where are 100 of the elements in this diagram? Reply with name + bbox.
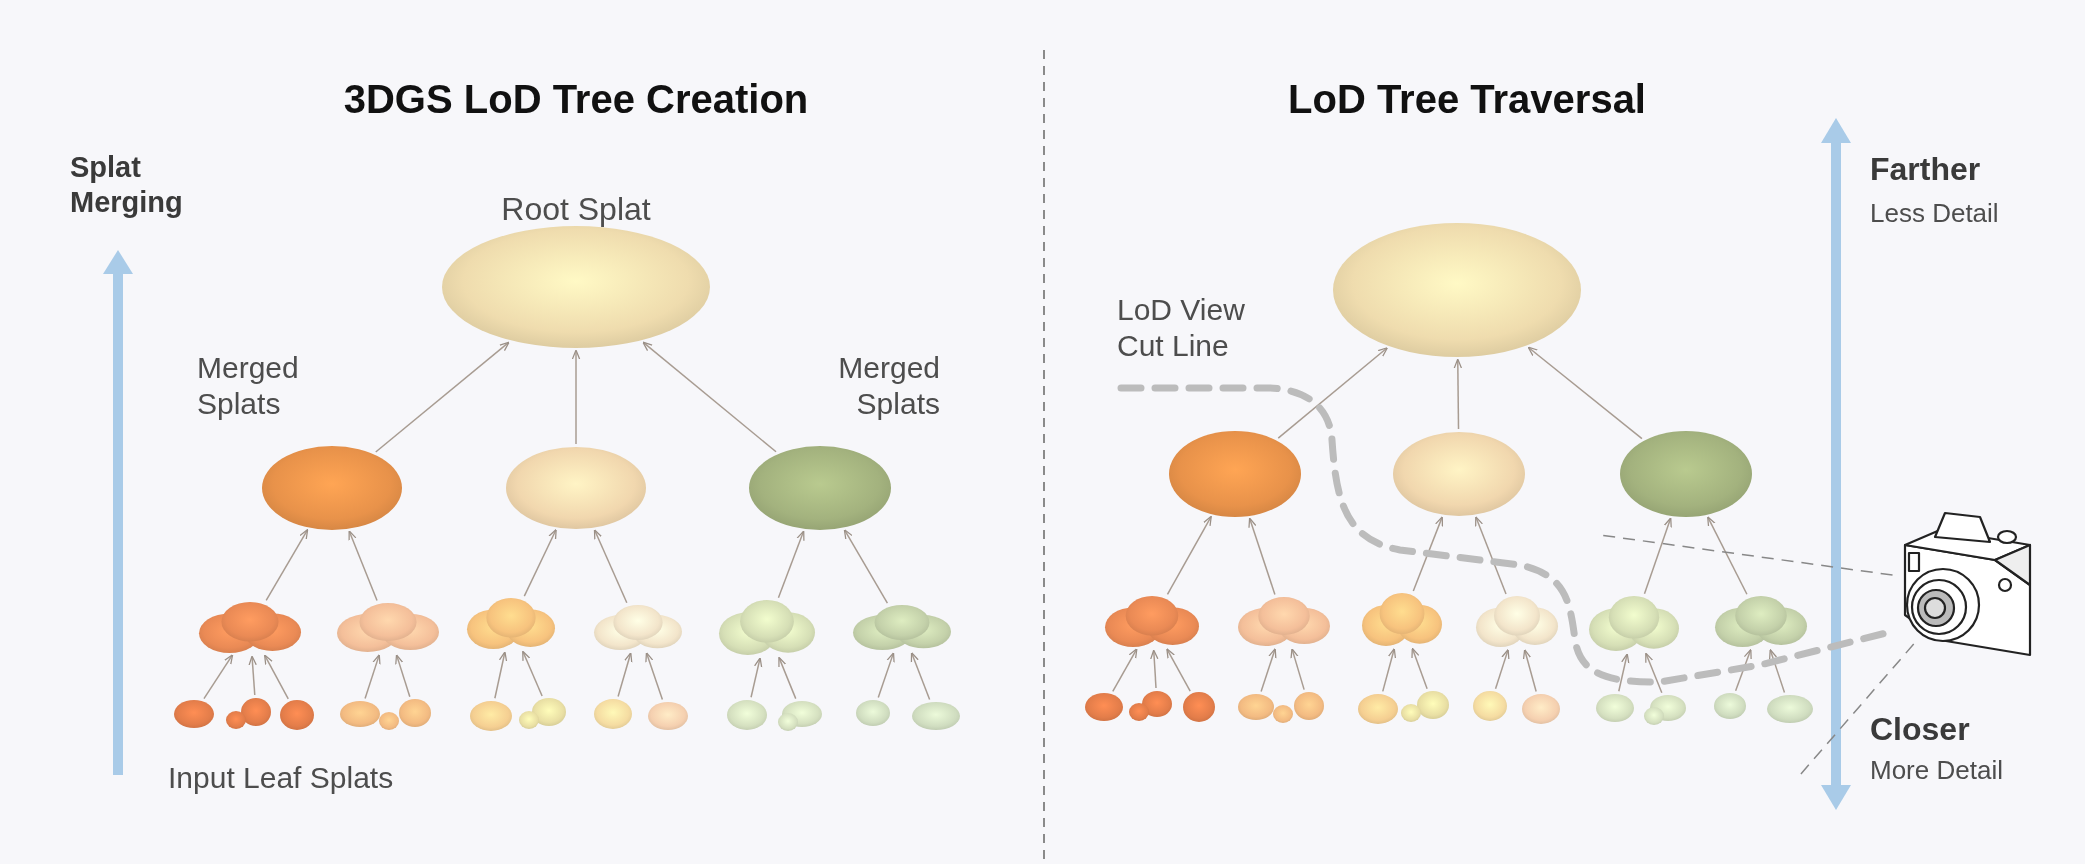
leaf-splat: [379, 699, 431, 733]
node-caption: Merged Splats: [197, 350, 300, 422]
splat-ellipse: [1333, 223, 1581, 357]
leaf-splat: [1522, 694, 1560, 724]
leaf-splat: [1401, 691, 1449, 725]
leaf-splat: [1714, 693, 1746, 719]
splat-ellipse: [1169, 431, 1301, 517]
arrow: [203, 654, 234, 700]
leaf-splat: [1238, 694, 1274, 720]
arrow: [1769, 648, 1786, 694]
arrow: [593, 529, 628, 604]
arrow: [1453, 358, 1463, 430]
arrow: [843, 529, 889, 604]
leaf-splat: [1767, 695, 1813, 723]
leaf-splat: [912, 702, 960, 730]
splat-cloud: [1362, 593, 1442, 647]
leaf-splat: [1129, 691, 1172, 723]
heading: 3DGS LoD Tree Creation: [343, 76, 809, 123]
arrow: [1166, 648, 1191, 692]
leaf-splat: [727, 700, 767, 730]
splat-cloud: [594, 605, 682, 651]
arrow: [494, 651, 508, 699]
node-caption: Merged Splats: [837, 350, 940, 422]
leaf-splat: [340, 701, 380, 727]
arrow: [1707, 516, 1748, 595]
splat-cloud: [1589, 596, 1679, 652]
arrow: [265, 528, 309, 602]
node-caption: Root Splat: [501, 190, 651, 229]
leaf-splat: [1358, 694, 1398, 724]
leaf-splat: [1596, 694, 1634, 722]
arrow: [1643, 517, 1672, 595]
arrow: [1277, 347, 1388, 439]
view-frustum-line: [1799, 643, 1915, 776]
arrow: [877, 652, 895, 699]
leaf-splat: [519, 698, 566, 732]
leaf-splat: [1085, 693, 1123, 721]
arrow: [375, 341, 510, 453]
arrow: [523, 528, 557, 597]
leaf-splat: [1183, 692, 1215, 722]
leaf-splat: [1473, 691, 1507, 721]
splat-ellipse: [1620, 431, 1752, 517]
arrow: [1522, 649, 1537, 693]
splat-cloud: [1476, 596, 1558, 648]
splat-ellipse: [442, 226, 710, 348]
leaf-splat: [280, 700, 314, 730]
splat-cloud: [1105, 596, 1199, 648]
arrow: [264, 654, 289, 700]
arrow: [395, 654, 411, 698]
leaf-splat: [226, 698, 271, 732]
heading: LoD Tree Traversal: [1288, 76, 1646, 123]
arrow: [778, 656, 797, 700]
leaf-splat: [856, 700, 890, 726]
splat-cloud: [467, 598, 555, 650]
arrow: [750, 657, 763, 699]
leaf-splat: [1273, 692, 1324, 726]
arrow: [248, 655, 257, 696]
arrow: [1412, 516, 1443, 592]
splat-cloud: [1715, 596, 1807, 648]
arrow: [348, 530, 378, 602]
arrow: [1494, 648, 1510, 690]
arrow: [1527, 346, 1643, 440]
splat-ellipse: [262, 446, 402, 530]
node-caption: Input Leaf Splats: [168, 760, 394, 796]
leaf-splat: [1644, 695, 1686, 727]
arrow: [642, 341, 777, 453]
leaf-splat: [594, 699, 632, 729]
arrow: [1382, 648, 1397, 693]
splat-ellipse: [1393, 432, 1525, 516]
arrow: [1734, 648, 1752, 692]
splat-cloud: [719, 600, 815, 656]
arrow: [1645, 652, 1663, 694]
splat-cloud: [337, 603, 439, 653]
arrow: [1248, 517, 1276, 596]
leaf-splat: [778, 701, 822, 733]
arrow: [1166, 515, 1212, 596]
leaf-splat: [174, 700, 214, 728]
annotation-label: LoD View Cut Line: [1117, 292, 1246, 364]
arrow: [1475, 516, 1507, 595]
direction-label: Less Detail: [1870, 198, 1999, 230]
arrow: [364, 654, 381, 700]
splat-ellipse: [506, 447, 646, 529]
arrow: [617, 652, 633, 698]
arrow: [777, 530, 805, 599]
arrow: [1290, 648, 1305, 691]
splat-cloud: [853, 605, 951, 651]
direction-label: More Detail: [1870, 755, 2003, 787]
annotation-label: Splat Merging: [70, 150, 184, 220]
arrow: [571, 349, 581, 445]
direction-label: Farther: [1870, 150, 1981, 189]
splat-cloud: [1238, 597, 1330, 647]
arrow: [910, 652, 931, 701]
splat-ellipse: [749, 446, 891, 530]
leaf-splat: [470, 701, 512, 731]
arrow: [1150, 649, 1159, 689]
arrow: [1112, 648, 1138, 693]
arrow: [1618, 653, 1630, 692]
arrow: [645, 652, 664, 701]
direction-label: Closer: [1870, 710, 1970, 749]
splat-cloud: [199, 602, 301, 654]
arrow: [1260, 648, 1277, 693]
